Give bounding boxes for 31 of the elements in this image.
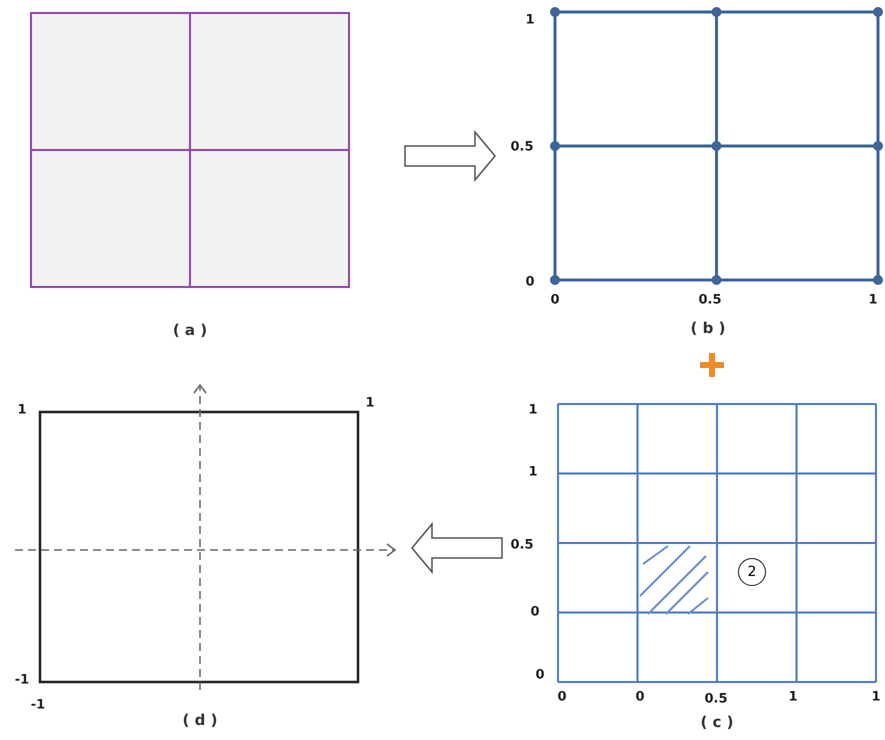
axis-tick-label: 0.5 bbox=[704, 692, 728, 706]
axis-tick-label: 0 bbox=[525, 274, 535, 290]
axis-tick-label: 1 bbox=[528, 402, 538, 418]
fine-grid bbox=[557, 403, 877, 683]
figure-caption: ( d ) bbox=[182, 711, 218, 729]
square-domain bbox=[15, 383, 397, 691]
axis-tick-label: 0.5 bbox=[510, 538, 534, 552]
axis-tick-label: 1 bbox=[871, 690, 881, 704]
axis-tick-label: -1 bbox=[14, 672, 30, 688]
region-number: 2 bbox=[738, 558, 766, 586]
axis-tick-label: 1 bbox=[788, 690, 798, 704]
figure-caption: ( c ) bbox=[700, 713, 734, 731]
mesh-grid bbox=[30, 12, 350, 288]
axis-tick-label: 1 bbox=[525, 12, 535, 28]
axis-tick-label: 0 bbox=[530, 604, 540, 620]
axis-tick-label: 0 bbox=[557, 690, 567, 704]
axis-tick-label: 1 bbox=[868, 292, 878, 308]
block-arrow bbox=[404, 130, 496, 182]
axis-tick-label: 0 bbox=[550, 292, 560, 308]
axis-tick-label: 1 bbox=[365, 396, 375, 410]
axis-tick-label: 0 bbox=[635, 690, 645, 704]
block-arrow bbox=[411, 522, 503, 574]
figure-caption: ( b ) bbox=[690, 319, 726, 337]
axis-tick-label: 0.5 bbox=[510, 140, 534, 154]
figure-caption: ( a ) bbox=[172, 321, 208, 339]
axis-tick-label: -1 bbox=[30, 698, 46, 712]
axis-tick-label: 0.5 bbox=[698, 292, 722, 308]
axis-tick-label: 1 bbox=[528, 464, 538, 480]
axis-tick-label: 0 bbox=[535, 668, 545, 682]
node-grid bbox=[549, 6, 884, 286]
axis-tick-label: 1 bbox=[17, 402, 27, 418]
